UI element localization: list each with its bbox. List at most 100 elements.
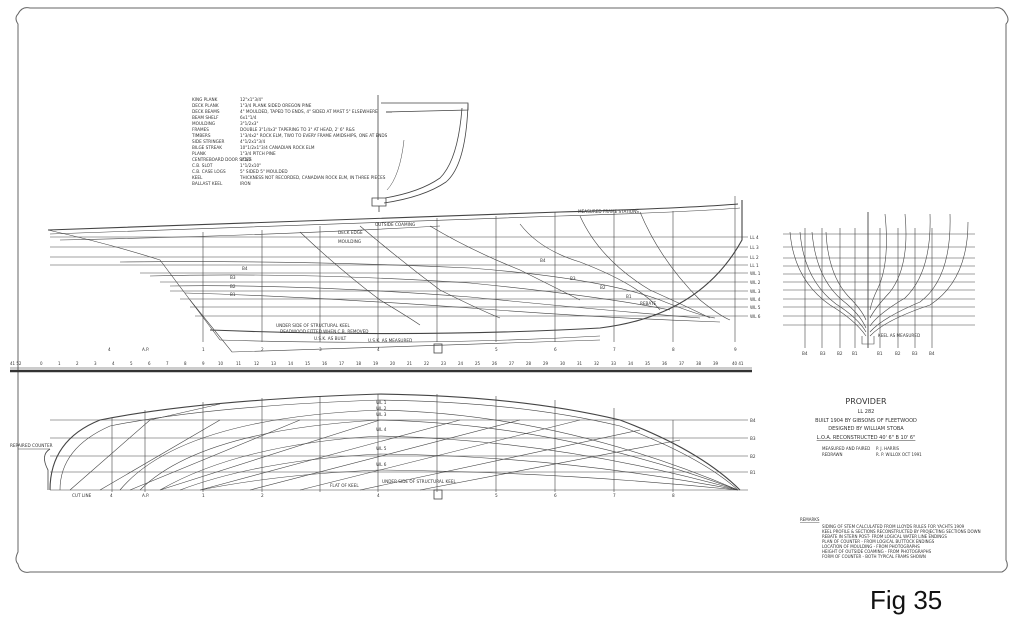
half-breadth-plan [18,393,748,500]
hb-station-label: 8 [672,493,675,498]
hb-station-label: 7 [613,493,616,498]
spec-value: 12"x1"3/4" [240,97,263,102]
station-label: 7 [613,347,616,352]
spec-value: DOUBLE 3"1/4x3" TAPERING TO 3" AT HEAD, … [240,127,355,132]
ruler-tick-label: 34 [628,361,634,366]
remarks-heading: REMARKS [800,517,820,522]
ruler-tick-label: 2 [76,361,79,366]
body-bottom-label: B3 [912,351,918,356]
measured-label: MEASURED AND FAIRED [822,446,870,451]
ruler-tick-label: 0 [40,361,43,366]
hb-right-label: B3 [750,436,756,441]
ruler-tick-label: 28 [526,361,532,366]
buttock-label: B1 [230,292,236,297]
body-bottom-label: B1 [877,351,883,356]
profile-waterline-label: LL 1 [750,263,759,268]
spec-value: THICKNESS NOT RECORDED, CANADIAN ROCK EL… [239,175,386,180]
repaired-counter-label: REPAIRED COUNTER [10,443,53,448]
hb-right-label: B1 [750,470,756,475]
ruler-tick-label: 24 [458,361,464,366]
ruler-tick-label: 33 [611,361,617,366]
profile-waterline-label: WL 3 [750,289,761,294]
station-label: 8 [672,347,675,352]
buttock-label: B1 [626,294,632,299]
profile-plan [47,196,748,354]
remark-line: PLAN OF COUNTER - FROM LOGICAL BUTTOCK E… [822,539,935,544]
hb-station-label: 5 [495,493,498,498]
remarks-block: REMARKS SIDING OF STEM CALCULATED FROM L… [800,517,981,559]
ruler-tick-label: 4 [112,361,115,366]
ruler-tick-label: 13 [271,361,277,366]
ruler-tick-label: 1 [58,361,61,366]
ruler-tick-label: 20 [390,361,396,366]
redrawn-by: R. P. WILLOX OCT 1991 [876,452,922,457]
ruler-tick-label: 23 [441,361,447,366]
vessel-name: PROVIDER [845,397,887,406]
remark-line: SIDING OF STEM CALCULATED FROM LLOYDS RU… [822,524,965,529]
station-label: 1 [202,347,205,352]
ruler-tick-label: 9 [202,361,205,366]
drawing-border [15,7,1009,573]
ruler-tick-label: 14 [288,361,294,366]
remark-line: LOCATION OF MOULDING - FROM PHOTOGRAPHS [822,544,920,549]
scale-ruler [10,367,752,373]
deck-edge-label: DECK EDGE [338,230,363,235]
ruler-tick-label: 21 [407,361,413,366]
half-breadth-labels: REPAIRED COUNTER CUT LINE FLAT OF KEEL U… [10,400,756,498]
body-plan-labels: KEEL AS MEASURED B4 B3 B2 B1 B1 B2 B3 B4 [802,333,935,356]
credits: MEASURED AND FAIRED P. J. HARRIS REDRAWN… [822,446,922,457]
hb-station-label: 1 [202,493,205,498]
buttock-label: B4 [540,258,546,263]
spec-label: MOULDING [192,121,215,126]
station-label: A.P. [142,347,149,352]
body-plan [783,212,975,348]
spec-value: IRON [240,181,251,186]
ruler-tick-label: 31 [577,361,583,366]
figure-label: Fig 35 [870,585,943,615]
hb-waterline-label: WL 3 [376,412,387,417]
buttock-label: B4 [242,266,248,271]
spec-label: TIMBERS [191,133,211,138]
profile-labels: MEASURED FRAME STATIONS OUTSIDE COAMING … [108,209,761,352]
spec-label: BEAM SHELF [192,115,219,120]
spec-value: 1"3/4x2" ROCK ELM, TWO TO EVERY FRAME AM… [240,133,388,138]
ruler-tick-label: 3 [94,361,97,366]
keel-measured-label: KEEL AS MEASURED [878,333,920,338]
hb-waterline-label: WL 6 [376,462,387,467]
ruler-tick-label: 29 [543,361,549,366]
hb-station-label: 2 [261,493,264,498]
midship-section [371,95,469,212]
hb-waterline-label: WL 4 [376,427,387,432]
profile-waterline-label: LL 3 [750,245,759,250]
spec-label: C.B. CASE LOGS [192,169,226,174]
buttock-label: B2 [600,285,606,290]
hb-station-label: 6 [554,493,557,498]
body-bottom-label: B2 [837,351,843,356]
ruler-tick-label: 39 [713,361,719,366]
measured-by: P. J. HARRIS [876,446,900,451]
spec-value: 6x1"1/4 [240,115,257,120]
build-info: BUILT 1904 BY GIBSONS OF FLEETWOOD [815,418,917,424]
underside-keel-label: UNDER SIDE OF STRUCTURAL KEEL [382,479,456,484]
hb-station-label: 4 [377,493,380,498]
ruler-tick-label: 8 [184,361,187,366]
title-block: PROVIDER LL 282 BUILT 1904 BY GIBSONS OF… [815,397,917,441]
vessel-registration: LL 282 [858,409,875,415]
station-label: 3 [319,347,322,352]
spec-label: CENTREBOARD DOOR SIDES [192,157,252,162]
spec-value: 1"3/4 PITCH PINE [240,151,276,156]
profile-waterline-label: WL 1 [750,271,761,276]
cut-line-label: CUT LINE [72,493,92,498]
body-bottom-label: B2 [895,351,901,356]
spec-value: 4"1/2x1"3/4 [240,139,265,144]
spec-value: 3"1/2x3" [240,121,258,126]
ruler-tick-label: 26 [492,361,498,366]
spec-label: SIDE STRINGER [192,139,224,144]
body-bottom-label: B1 [852,351,858,356]
outside-coaming-label: OUTSIDE COAMING [375,222,415,227]
ruler-tick-label: 32 [594,361,600,366]
ruler-tick-label: 5 [130,361,133,366]
redrawn-label: REDRAWN [822,452,842,457]
body-bottom-label: B3 [820,351,826,356]
profile-waterline-label: WL 5 [750,305,761,310]
